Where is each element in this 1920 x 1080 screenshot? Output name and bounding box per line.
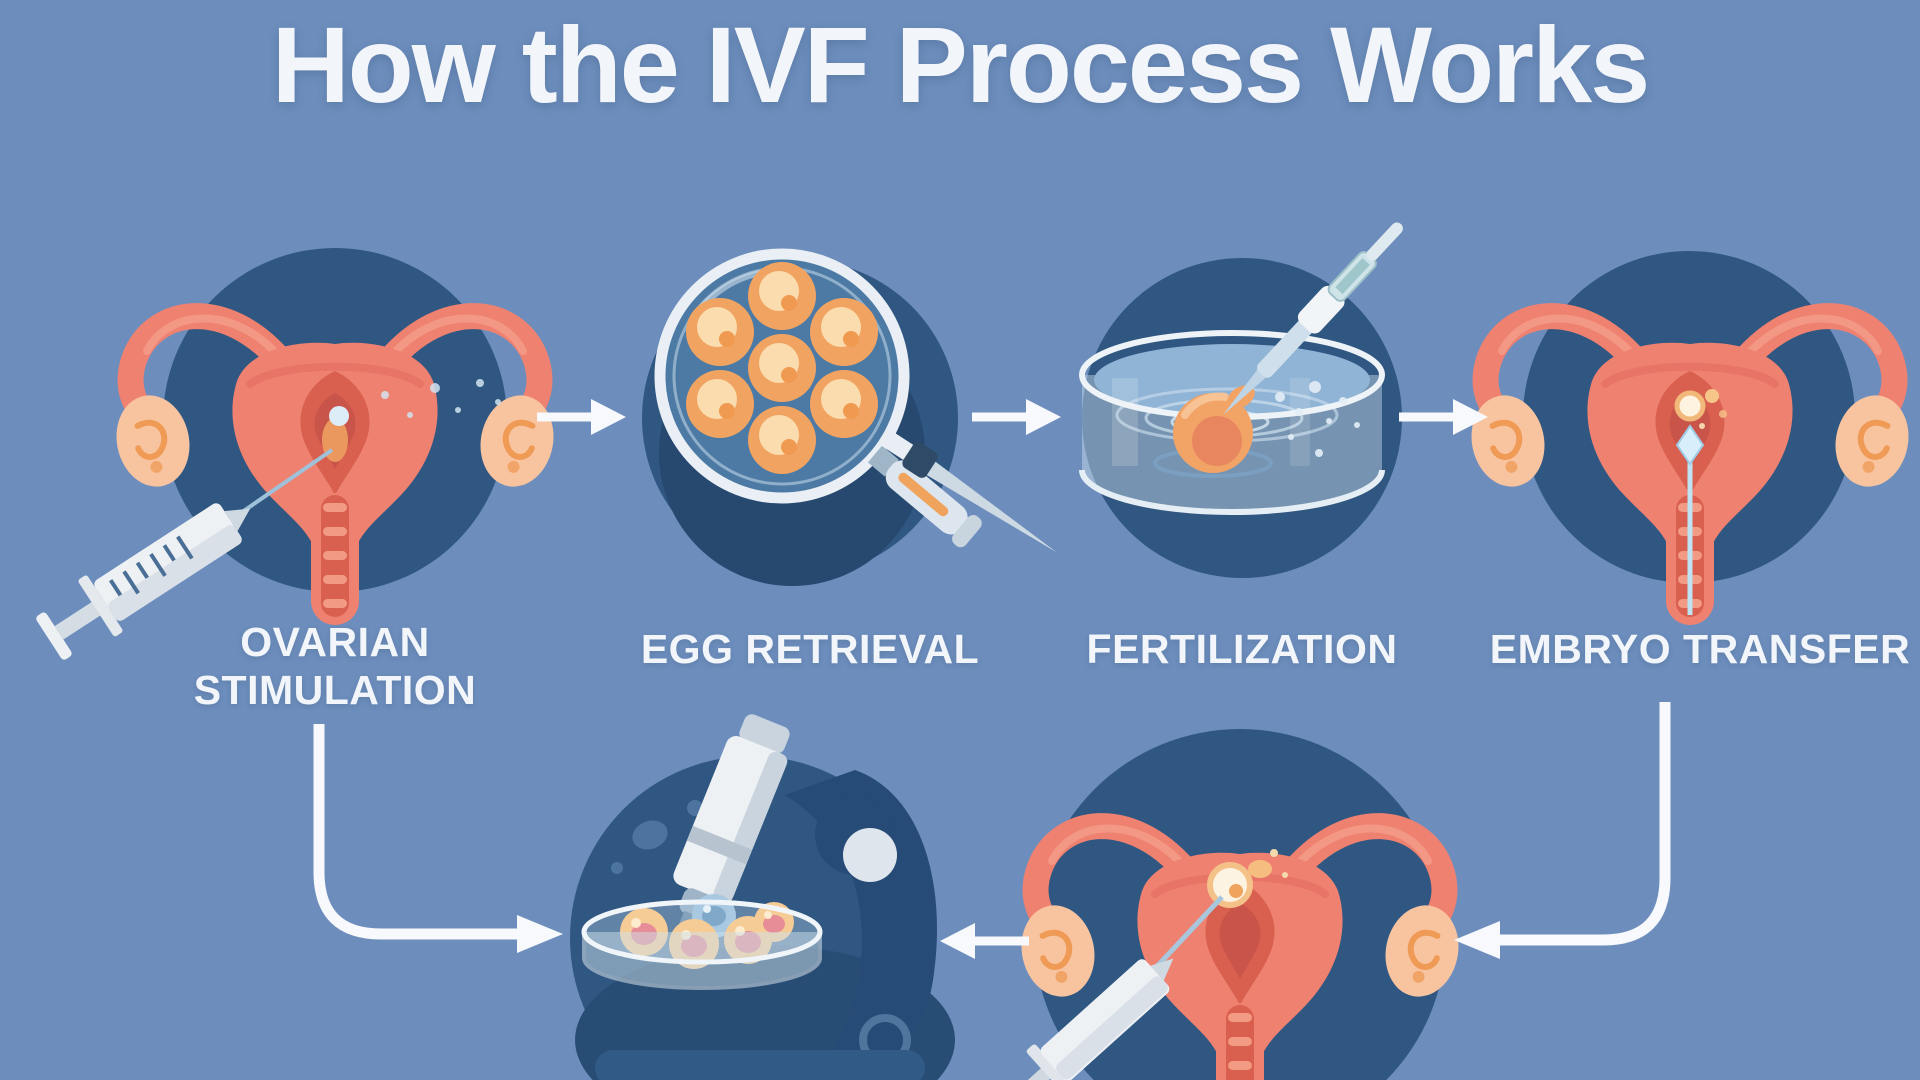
arrow-left-icon <box>940 923 1029 959</box>
elbow-arrow-down-left-icon <box>1454 702 1671 959</box>
aspiration-needle-icon <box>878 429 1057 553</box>
pipette-icon <box>1223 222 1403 415</box>
egg-cell-icon <box>1153 385 1273 478</box>
egg-retrieval-illustration <box>642 248 1057 586</box>
implantation-illustration <box>1000 729 1500 1080</box>
egg-cell-icons <box>686 262 878 474</box>
embryo-culture-illustration <box>570 714 955 1080</box>
step-label-embryo-transfer: EMBRYO TRANSFER <box>1489 626 1911 672</box>
embryo-icon <box>1207 849 1288 908</box>
arrow-right-icon <box>1399 399 1488 435</box>
ovarian-stimulation-illustration <box>36 248 600 660</box>
page-title: How the IVF Process Works <box>271 4 1650 125</box>
syringe-icon <box>1011 895 1224 1080</box>
embryo-transfer-illustration <box>1440 251 1920 660</box>
microscope-icon <box>595 714 937 1080</box>
step-label-fertilization: FERTILIZATION <box>1086 626 1398 672</box>
sparkle-dots <box>1275 381 1360 457</box>
embryo-icon <box>1674 389 1727 429</box>
fertilization-illustration <box>1079 222 1403 578</box>
magnifier-handle <box>867 445 982 548</box>
arrow-right-icon <box>972 399 1061 435</box>
arrow-right-icon <box>537 399 626 435</box>
magnifier-egg-dish-icon <box>654 248 1057 553</box>
syringe-icon <box>36 448 334 660</box>
embryo-dish-icon <box>581 894 823 990</box>
transfer-catheter-icon <box>1675 424 1705 615</box>
elbow-arrow-down-right-icon <box>313 724 563 953</box>
sparkle-dots <box>381 379 501 418</box>
step-label-egg-retrieval: EGG RETRIEVAL <box>640 626 980 672</box>
step-label-ovarian-stimulation: OVARIAN STIMULATION <box>193 619 477 713</box>
